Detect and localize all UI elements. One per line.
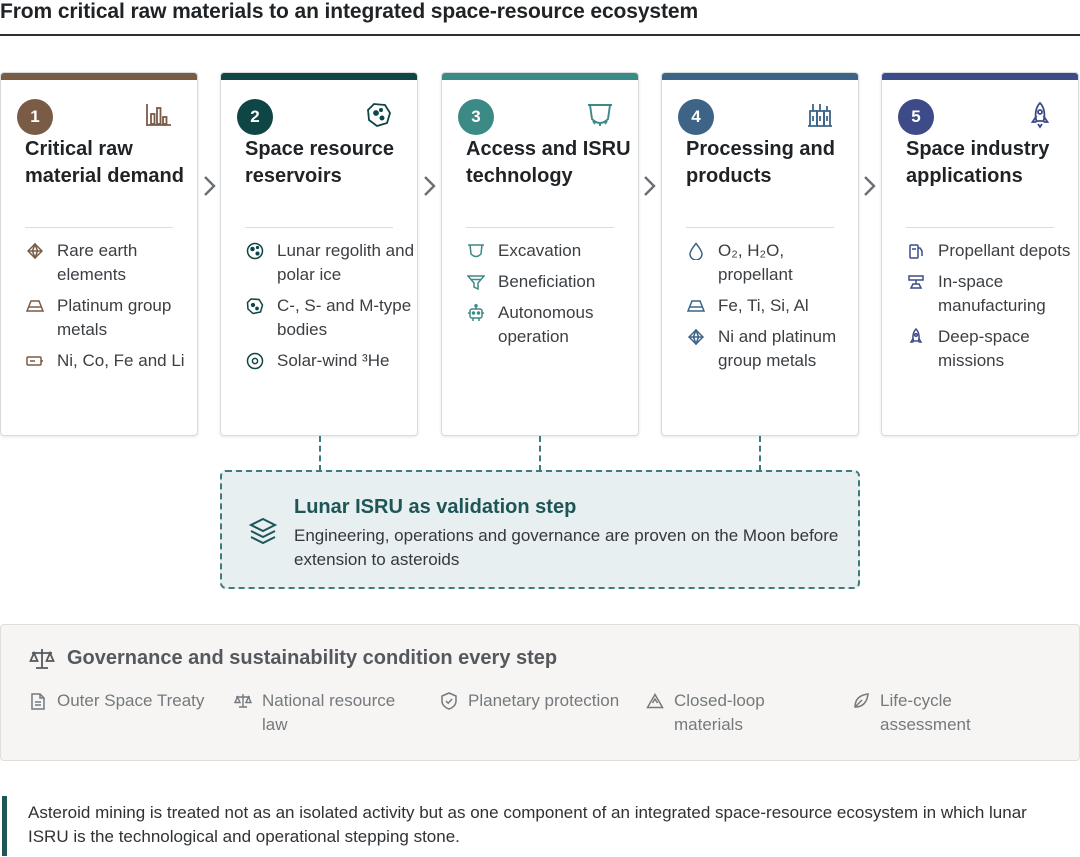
step-4-number: 4 bbox=[678, 99, 714, 135]
chevron-right-icon bbox=[204, 176, 216, 196]
step-2-topbar bbox=[221, 73, 417, 80]
isru-description: Engineering, operations and governance a… bbox=[294, 526, 839, 569]
robot-icon bbox=[466, 301, 486, 325]
note-accent-bar bbox=[2, 796, 7, 856]
diagram-title: From critical raw materials to an integr… bbox=[0, 0, 699, 23]
step-4-topbar bbox=[662, 73, 858, 80]
step-5-divider bbox=[906, 227, 1054, 228]
layers-icon bbox=[248, 517, 278, 545]
governance-item: Planetary protection bbox=[440, 689, 628, 713]
list-item: Platinum group metals bbox=[25, 294, 195, 342]
target-icon bbox=[245, 349, 265, 373]
step-2-title: Space resource reservoirs bbox=[245, 138, 394, 187]
leaf-icon bbox=[852, 689, 870, 713]
asteroid-icon bbox=[245, 294, 265, 318]
step-1-list: Rare earth elements Platinum group metal… bbox=[25, 239, 195, 380]
step-1-title: Critical raw material demand bbox=[25, 138, 184, 187]
step-card-4: 4 Processing and products O₂, H₂O, prope… bbox=[661, 72, 859, 436]
step-3-topbar bbox=[442, 73, 638, 80]
step-4-divider bbox=[686, 227, 834, 228]
governance-item: National resource law bbox=[234, 689, 422, 737]
shield-icon bbox=[440, 689, 458, 713]
list-item: Ni, Co, Fe and Li bbox=[25, 349, 195, 373]
list-item: Beneficiation bbox=[466, 270, 636, 294]
step-1-topbar bbox=[1, 73, 197, 80]
chevron-right-icon bbox=[864, 176, 876, 196]
note-text: Asteroid mining is treated not as an iso… bbox=[28, 803, 1027, 846]
governance-item: Life-cycle assessment bbox=[852, 689, 1040, 737]
step-5-topbar bbox=[882, 73, 1078, 80]
battery-icon bbox=[25, 349, 45, 373]
chevron-right-icon bbox=[424, 176, 436, 196]
governance-item: Outer Space Treaty bbox=[29, 689, 217, 713]
scales-icon bbox=[234, 689, 252, 713]
connector-step-3 bbox=[539, 436, 541, 471]
asteroid-icon bbox=[365, 101, 393, 129]
step-5-number: 5 bbox=[898, 99, 934, 135]
step-4-list: O₂, H₂O, propellant Fe, Ti, Si, Al Ni an… bbox=[686, 239, 856, 380]
list-item: Ni and platinum group metals bbox=[686, 325, 856, 373]
isru-validation-box: Lunar ISRU as validation step Engineerin… bbox=[220, 470, 860, 589]
rocket-icon bbox=[906, 325, 926, 349]
step-card-1: 1 Critical raw material demand Rare eart… bbox=[0, 72, 198, 436]
step-card-2: 2 Space resource reservoirs Lunar regoli… bbox=[220, 72, 418, 436]
ingot-icon bbox=[686, 294, 706, 318]
list-item: Lunar regolith and polar ice bbox=[245, 239, 415, 287]
list-item: Fe, Ti, Si, Al bbox=[686, 294, 856, 318]
list-item: In-space manufacturing bbox=[906, 270, 1076, 318]
document-icon bbox=[29, 689, 47, 713]
moon-icon bbox=[245, 239, 265, 263]
scales-icon bbox=[29, 649, 55, 669]
list-item: Excavation bbox=[466, 239, 636, 263]
list-item: Propellant depots bbox=[906, 239, 1076, 263]
connector-step-2 bbox=[319, 436, 321, 471]
step-5-list: Propellant depots In-space manufacturing… bbox=[906, 239, 1076, 380]
list-item: O₂, H₂O, propellant bbox=[686, 239, 856, 287]
list-item: Deep-space missions bbox=[906, 325, 1076, 373]
step-3-number: 3 bbox=[458, 99, 494, 135]
funnel-icon bbox=[466, 270, 486, 294]
step-2-divider bbox=[245, 227, 393, 228]
step-cards: 1 Critical raw material demand Rare eart… bbox=[0, 72, 1080, 436]
step-2-number: 2 bbox=[237, 99, 273, 135]
recycle-icon bbox=[646, 689, 664, 713]
step-3-title: Access and ISRU technology bbox=[466, 138, 631, 187]
governance-panel: Governance and sustainability condition … bbox=[0, 624, 1080, 761]
ingot-icon bbox=[25, 294, 45, 318]
step-5-title: Space industry applications bbox=[906, 138, 1050, 187]
step-card-3: 3 Access and ISRU technology Excavation … bbox=[441, 72, 639, 436]
factory-icon bbox=[806, 101, 834, 129]
chevron-right-icon bbox=[644, 176, 656, 196]
excavator-bucket-icon bbox=[586, 101, 614, 129]
gem-icon bbox=[25, 239, 45, 263]
list-item: Rare earth elements bbox=[25, 239, 195, 287]
connector-step-4 bbox=[759, 436, 761, 471]
list-item: Solar-wind ³He bbox=[245, 349, 415, 373]
step-1-divider bbox=[25, 227, 173, 228]
fuel-pump-icon bbox=[906, 239, 926, 263]
anvil-icon bbox=[906, 270, 926, 294]
step-4-title: Processing and products bbox=[686, 138, 835, 187]
gem-icon bbox=[686, 325, 706, 349]
governance-item: Closed-loop materials bbox=[646, 689, 834, 737]
list-item: Autonomous operation bbox=[466, 301, 636, 349]
governance-title: Governance and sustainability condition … bbox=[67, 647, 558, 669]
step-card-5: 5 Space industry applications Propellant… bbox=[881, 72, 1079, 436]
step-3-list: Excavation Beneficiation Autonomous oper… bbox=[466, 239, 636, 356]
list-item: C-, S- and M-type bodies bbox=[245, 294, 415, 342]
bar-chart-icon bbox=[145, 101, 173, 129]
summary-note: Asteroid mining is treated not as an iso… bbox=[0, 796, 1080, 856]
step-3-divider bbox=[466, 227, 614, 228]
bucket-icon bbox=[466, 239, 486, 263]
rocket-icon bbox=[1026, 101, 1054, 129]
step-2-list: Lunar regolith and polar ice C-, S- and … bbox=[245, 239, 415, 380]
isru-title: Lunar ISRU as validation step bbox=[294, 496, 577, 518]
step-1-number: 1 bbox=[17, 99, 53, 135]
title-rule bbox=[0, 34, 1080, 36]
droplet-icon bbox=[686, 239, 706, 263]
